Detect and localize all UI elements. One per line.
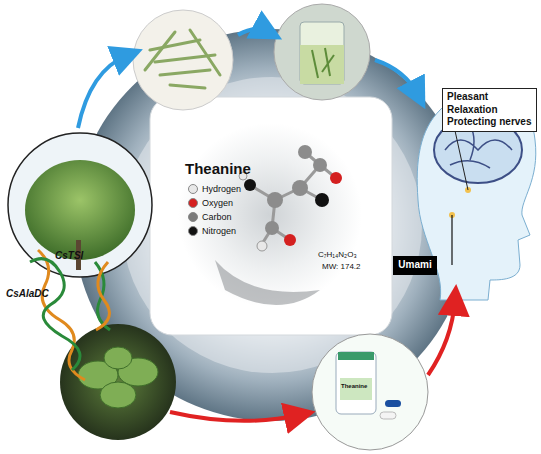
legend-text: Oxygen <box>202 198 233 208</box>
legend-swatch <box>188 212 198 222</box>
gene-label: CsTSI <box>55 250 83 261</box>
box-text: Protecting nerves <box>447 116 532 129</box>
legend-item: Hydrogen <box>188 184 241 194</box>
taste-box: Umami <box>393 256 437 275</box>
legend-text: Nitrogen <box>202 226 236 236</box>
effects-box: PleasantRelaxationProtecting nerves <box>442 88 537 132</box>
formula-label: C₇H₁₄N₂O₃ <box>318 250 357 259</box>
bottle-label: Theanine <box>341 383 367 389</box>
legend-swatch <box>188 226 198 236</box>
legend-swatch <box>188 198 198 208</box>
box-text: Umami <box>398 259 432 272</box>
legend-item: Oxygen <box>188 198 233 208</box>
legend-text: Hydrogen <box>202 184 241 194</box>
box-text: Relaxation <box>447 104 532 117</box>
heading-label: Theanine <box>185 160 251 177</box>
legend-swatch <box>188 184 198 194</box>
legend-item: Nitrogen <box>188 226 236 236</box>
box-text: Pleasant <box>447 91 532 104</box>
legend-item: Carbon <box>188 212 232 222</box>
weight-label: MW: 174.2 <box>322 262 361 271</box>
legend-text: Carbon <box>202 212 232 222</box>
gene-label: CsAlaDC <box>6 288 49 299</box>
